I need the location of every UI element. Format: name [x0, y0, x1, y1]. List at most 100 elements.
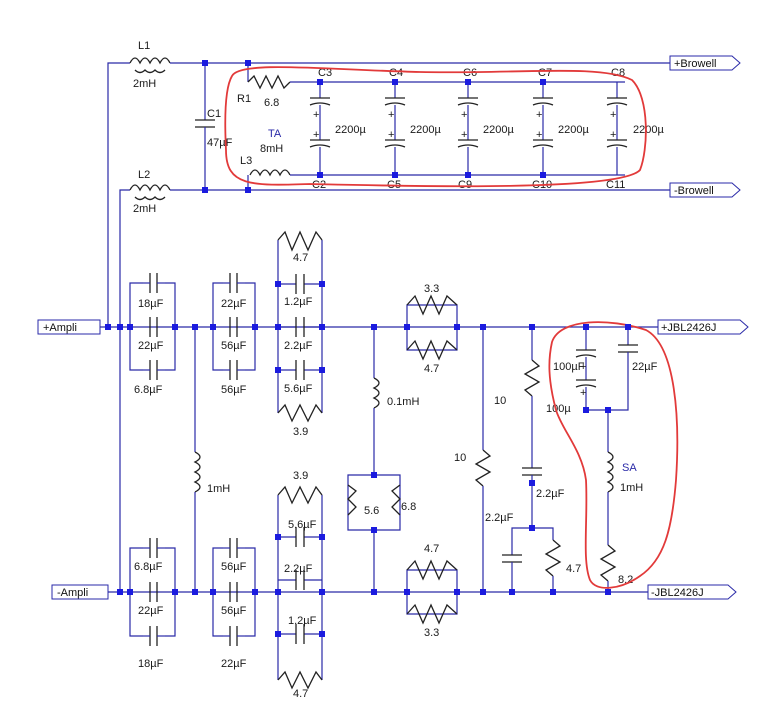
inductor-01mh: 0.1mH	[372, 327, 419, 475]
cap-value-1: 2200µ	[335, 124, 366, 136]
svg-text:2.2µF: 2.2µF	[536, 488, 565, 500]
top-col-3: 4.7 1.2µF 2.2µF 5.6µF 3.9	[277, 230, 323, 438]
r1-label: R1	[237, 93, 251, 105]
svg-text:+: +	[536, 109, 542, 121]
svg-text:+: +	[313, 129, 319, 141]
inductor-l2: L2 2mH	[129, 169, 171, 215]
svg-text:18µF: 18µF	[138, 298, 164, 310]
bot-cap-group-1: 6.8µF 22µF 18µF	[129, 538, 176, 670]
c7-label: C7	[538, 67, 552, 79]
svg-text:6.8µF: 6.8µF	[134, 384, 163, 396]
svg-text:100µF: 100µF	[553, 361, 585, 373]
svg-text:1mH: 1mH	[207, 483, 230, 495]
svg-text:+: +	[610, 129, 616, 141]
svg-text:5.6µF: 5.6µF	[288, 519, 317, 531]
svg-text:10: 10	[454, 452, 466, 464]
electrolytic-bank: ++ C3 C2 2200µ ++ C4 C5 2200µ	[309, 67, 664, 191]
bot-cap-group-2: 56µF 56µF 22µF	[212, 538, 256, 670]
svg-text:+Browell: +Browell	[674, 58, 717, 70]
svg-text:+: +	[461, 109, 467, 121]
c6-label: C6	[463, 67, 477, 79]
svg-text:4.7: 4.7	[424, 363, 439, 375]
port-plus-browell: +Browell	[669, 55, 741, 71]
port-plus-ampli: +Ampli	[37, 319, 101, 335]
bus-nodes	[105, 281, 631, 637]
port-minus-ampli: -Ampli	[51, 584, 109, 600]
c1-label: C1	[207, 108, 221, 120]
res-56-68: 5.6 6.8	[347, 474, 416, 592]
svg-text:4.7: 4.7	[566, 563, 581, 575]
svg-text:1mH: 1mH	[620, 482, 643, 494]
svg-text:22µF: 22µF	[221, 298, 247, 310]
svg-text:+: +	[580, 387, 586, 399]
svg-text:18µF: 18µF	[138, 658, 164, 670]
highlight-browell-bank	[224, 66, 647, 188]
svg-text:3.9: 3.9	[293, 470, 308, 482]
svg-text:2.2µF: 2.2µF	[284, 340, 313, 352]
svg-text:6.8: 6.8	[401, 501, 416, 513]
svg-text:10: 10	[494, 395, 506, 407]
svg-text:4.7: 4.7	[293, 688, 308, 700]
c1-value: 47µF	[207, 137, 233, 149]
cap-pair-2: ++ C4 C5 2200µ	[384, 67, 441, 191]
svg-text:0.1mH: 0.1mH	[387, 396, 419, 408]
svg-text:3.3: 3.3	[424, 627, 439, 639]
svg-text:100µ: 100µ	[546, 403, 571, 415]
svg-text:4.7: 4.7	[424, 543, 439, 555]
l1-label: L1	[138, 40, 150, 52]
l2-value: 2mH	[133, 203, 156, 215]
res-bot-pair: 4.7 3.3	[406, 543, 458, 639]
svg-text:+JBL2426J: +JBL2426J	[661, 322, 716, 334]
r1-value: 6.8	[264, 97, 279, 109]
res-10-cap-branch: 10 2.2µF 2.2µF 4.7	[485, 327, 581, 592]
browell-section: L1 2mH L2 2mH C1 47µF R1 6.8 TA	[107, 40, 741, 327]
inductor-1mh: 1mH	[193, 327, 230, 592]
svg-text:22µF: 22µF	[138, 340, 164, 352]
svg-text:+Ampli: +Ampli	[43, 322, 77, 334]
bot-col-3: 3.9 5.6µF 2.2µF 1.2µF 4.7	[277, 470, 323, 700]
l2-label: L2	[138, 169, 150, 181]
port-plus-jbl: +JBL2426J	[657, 319, 749, 335]
svg-text:+: +	[580, 361, 586, 373]
svg-text:6.8µF: 6.8µF	[134, 561, 163, 573]
c4-label: C4	[389, 67, 403, 79]
svg-text:+: +	[388, 129, 394, 141]
svg-text:+: +	[313, 109, 319, 121]
top-cap-group-1: 18µF 22µF 6.8µF	[129, 273, 176, 396]
svg-text:-JBL2426J: -JBL2426J	[651, 587, 704, 599]
inductor-l1: L1 2mH	[129, 40, 171, 90]
top-cap-group-2: 22µF 56µF 56µF	[212, 273, 256, 396]
svg-text:2.2µF: 2.2µF	[485, 512, 514, 524]
svg-text:+: +	[610, 109, 616, 121]
svg-text:1.2µF: 1.2µF	[284, 296, 313, 308]
port-minus-browell: -Browell	[669, 182, 741, 198]
ta-label: TA	[268, 128, 282, 140]
c11-label: C11	[606, 179, 625, 191]
c9-label: C9	[458, 179, 472, 191]
cap-value-4: 2200µ	[558, 124, 589, 136]
svg-text:1.2µF: 1.2µF	[288, 615, 317, 627]
highlight-sa-branch	[548, 321, 679, 589]
c3-label: C3	[318, 67, 332, 79]
resistor-r1: R1 6.8	[237, 74, 291, 109]
svg-text:56µF: 56µF	[221, 384, 247, 396]
cap-value-5: 2200µ	[633, 124, 664, 136]
cap-value-2: 2200µ	[410, 124, 441, 136]
svg-text:4.7: 4.7	[293, 252, 308, 264]
res-10-shunt: 10	[454, 327, 492, 592]
sa-branch: ++ 100µF 100µ 22µF SA 1mH 8.2	[546, 327, 658, 592]
svg-text:5.6µF: 5.6µF	[284, 383, 313, 395]
cap-pair-3: ++ C6 C9 2200µ	[457, 67, 514, 191]
l1-value: 2mH	[133, 78, 156, 90]
svg-text:+: +	[388, 109, 394, 121]
res-top-pair: 3.3 4.7	[406, 283, 458, 375]
svg-text:56µF: 56µF	[221, 561, 247, 573]
browell-nodes	[202, 60, 546, 193]
svg-text:56µF: 56µF	[221, 605, 247, 617]
svg-text:+: +	[536, 129, 542, 141]
port-minus-jbl: -JBL2426J	[647, 584, 737, 600]
cap-value-3: 2200µ	[483, 124, 514, 136]
inductor-l3: L3 8mH	[240, 143, 291, 177]
